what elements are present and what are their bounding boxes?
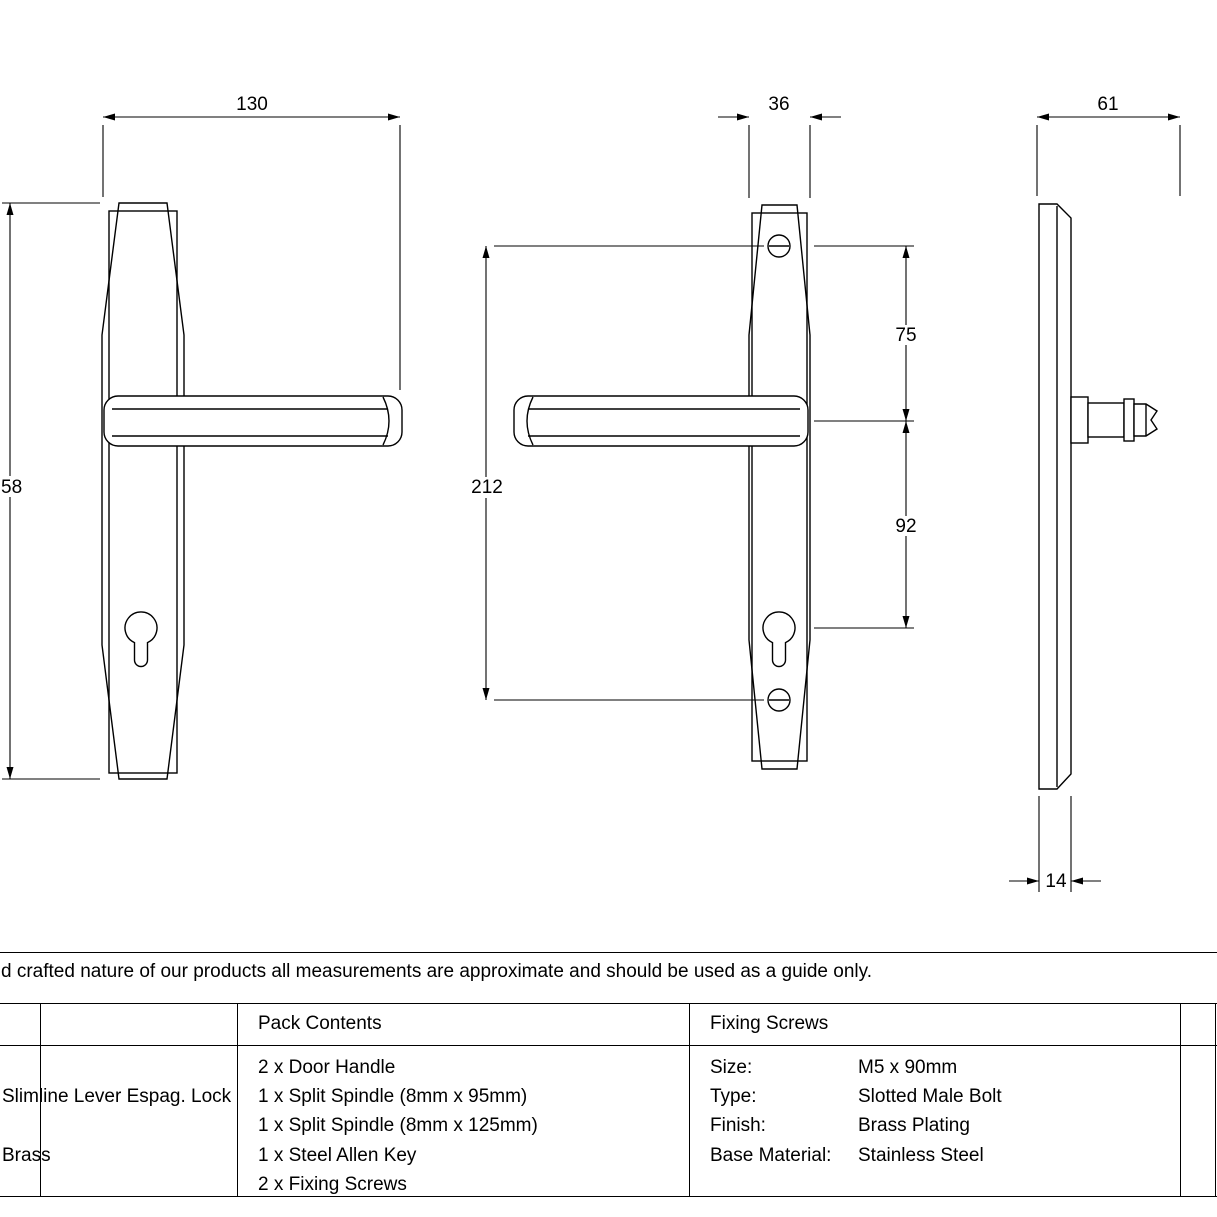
fixing-screws-value: Brass Plating: [858, 1115, 970, 1136]
pack-contents-item: 1 x Steel Allen Key: [258, 1145, 417, 1166]
backplate-profile: [1038, 203, 1072, 790]
dim-screw-centres: 212: [466, 245, 764, 701]
backplate-rear: [108, 210, 178, 774]
dim-projection: 61: [1036, 94, 1181, 196]
backplate-outline: [101, 202, 185, 780]
disclaimer-top-border: [0, 952, 1217, 953]
lever-handle: [513, 395, 809, 447]
fixing-screws-value: Slotted Male Bolt: [858, 1086, 1002, 1107]
dim-label-212: 212: [471, 477, 503, 498]
fixing-screws-label: Type:: [710, 1086, 757, 1107]
fixing-screws-label: Base Material:: [710, 1145, 832, 1166]
pack-contents-item: 2 x Fixing Screws: [258, 1174, 407, 1195]
disclaimer-text: d crafted nature of our products all mea…: [1, 961, 873, 982]
table-vline-1: [40, 1003, 41, 1196]
dim-label-14: 14: [1045, 871, 1067, 892]
dim-label-61: 61: [1097, 94, 1118, 115]
front-view-handle-right: [101, 202, 403, 780]
dim-front-height: 58: [0, 202, 100, 780]
dim-top-screw-to-handle: 75: [814, 245, 920, 422]
technical-drawing: 130 58 36 212: [0, 94, 1181, 892]
pack-contents-item: 2 x Door Handle: [258, 1057, 396, 1078]
table-vline-3: [689, 1003, 690, 1196]
left-column-row-type: Slimline Lever Espag. Lock: [2, 1086, 232, 1107]
table-vline-2: [237, 1003, 238, 1196]
dim-label-75: 75: [895, 325, 916, 346]
front-view-handle-left: [513, 204, 811, 770]
table-right-border: [1215, 1003, 1216, 1196]
fixing-screws-label: Finish:: [710, 1115, 766, 1136]
fixing-screws-value: M5 x 90mm: [858, 1057, 958, 1078]
euro-cylinder-cutout: [124, 611, 158, 668]
dim-label-58: 58: [1, 477, 22, 498]
table-bottom-border: [0, 1196, 1217, 1197]
dim-plate-depth: 14: [1009, 796, 1101, 892]
dim-front-width: 130: [102, 94, 401, 390]
table-vline-4: [1180, 1003, 1181, 1196]
spindle-collar: [1123, 398, 1135, 442]
fixing-screws-header: Fixing Screws: [710, 1013, 829, 1034]
handle-boss: [1070, 396, 1089, 444]
dim-label-36: 36: [768, 94, 789, 115]
dim-label-130: 130: [236, 94, 268, 115]
pack-contents-item: 1 x Split Spindle (8mm x 125mm): [258, 1115, 538, 1136]
table-top-border: [0, 1003, 1217, 1004]
pack-contents-header: Pack Contents: [258, 1013, 382, 1034]
table-header-separator: [0, 1045, 1217, 1046]
backplate-outline: [748, 204, 811, 770]
pack-contents-item: 1 x Split Spindle (8mm x 95mm): [258, 1086, 528, 1107]
fixing-screws-label: Size:: [710, 1057, 753, 1078]
left-column-row-finish: Brass: [2, 1145, 51, 1166]
dim-label-92: 92: [895, 516, 916, 537]
side-view: [1038, 203, 1158, 790]
spindle-shaft: [1087, 402, 1125, 438]
fixing-screws-value: Stainless Steel: [858, 1145, 984, 1166]
lever-handle: [103, 395, 403, 447]
dim-plate-width: 36: [718, 94, 841, 198]
euro-cylinder-cutout: [762, 611, 796, 668]
backplate-rear: [751, 212, 808, 762]
dim-handle-to-cylinder: 92: [814, 421, 920, 629]
